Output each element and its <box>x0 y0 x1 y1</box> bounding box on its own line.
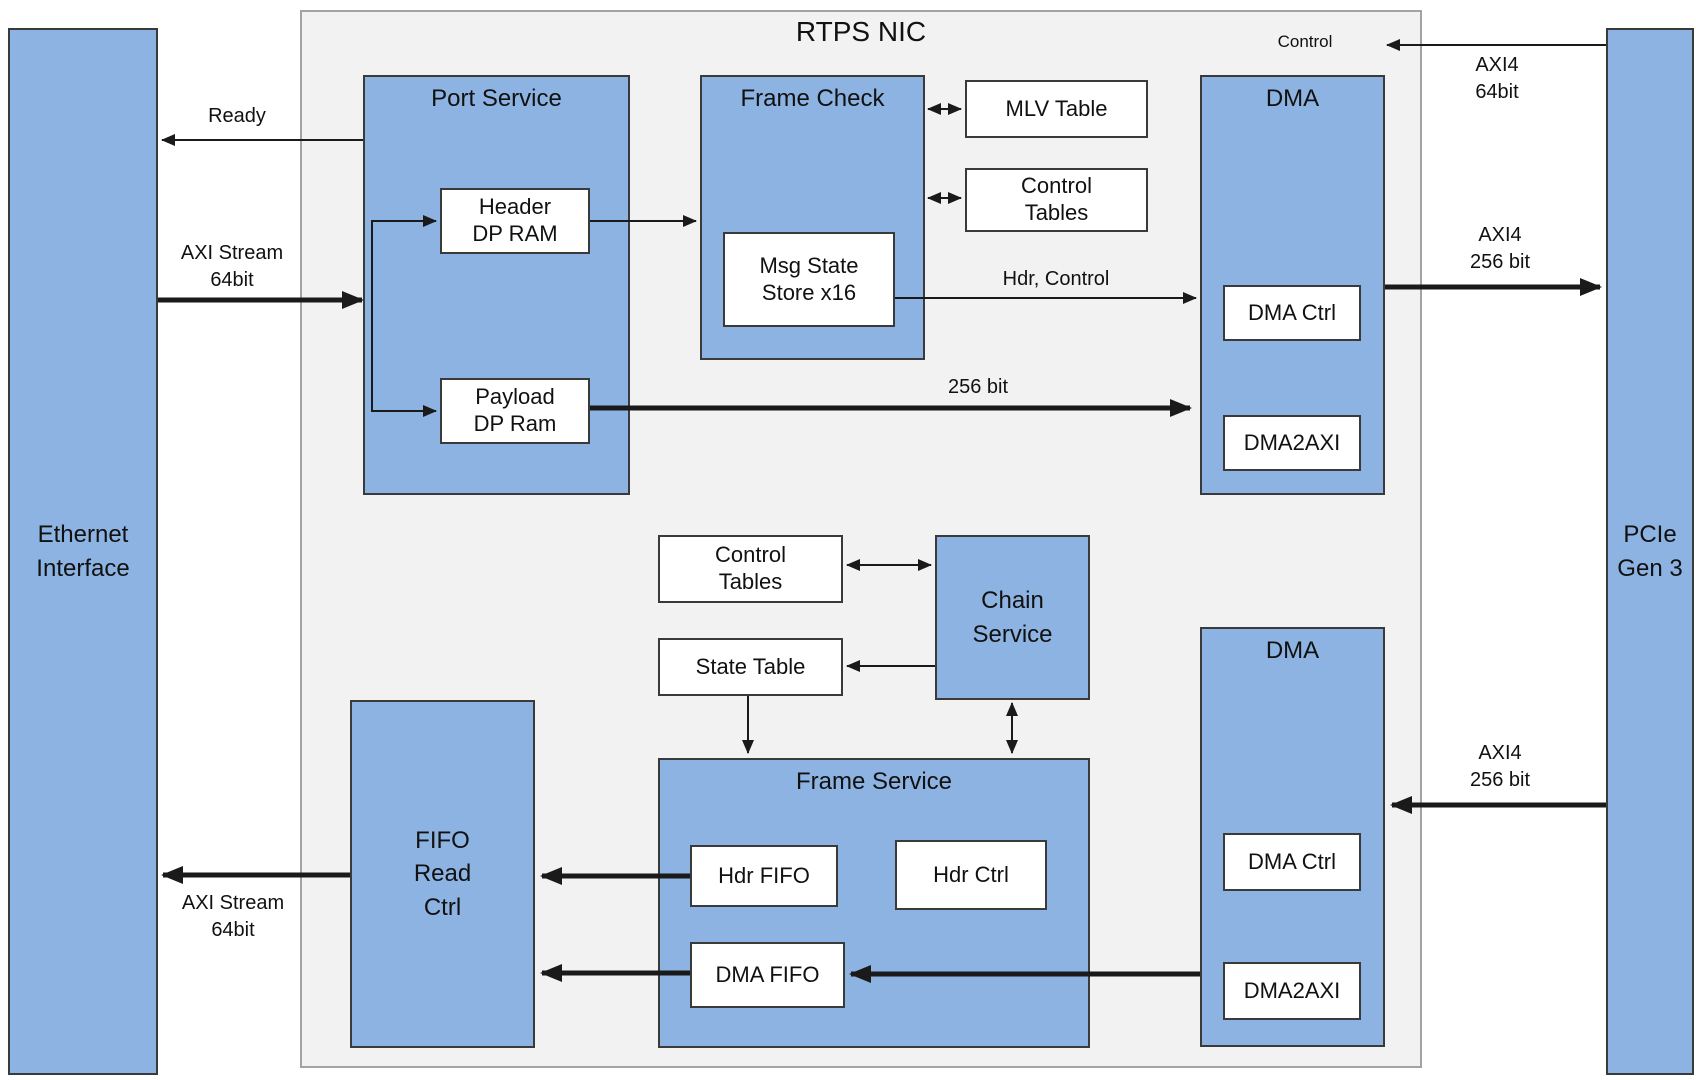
control-tables-mid-box: Control Tables <box>658 535 843 603</box>
axi4-64bit-label: AXI4 64bit <box>1475 54 1519 103</box>
mlv-table-box: MLV Table <box>965 80 1148 138</box>
control-tables-top-box: Control Tables <box>965 168 1148 232</box>
payload-dp-ram-box: Payload DP Ram <box>440 378 590 444</box>
ethernet-interface-label: Ethernet Interface <box>36 520 130 582</box>
msg-state-store-box: Msg State Store x16 <box>723 232 895 327</box>
frame-check-title: Frame Check <box>740 85 885 112</box>
fifo-read-ctrl-label: FIFO Read Ctrl <box>413 826 472 921</box>
pcie-gen3-label: PCIe Gen 3 <box>1617 520 1683 582</box>
256bit-label: 256 bit <box>947 376 1009 398</box>
dma-fifo-box: DMA FIFO <box>690 942 845 1008</box>
axi-stream-in-label: AXI Stream 64bit <box>180 242 284 291</box>
chain-service-block: Chain Service <box>935 535 1090 700</box>
dma-top-title: DMA <box>1265 85 1320 112</box>
hdr-control-label: Hdr, Control <box>1002 268 1110 290</box>
port-service-title: Port Service <box>431 85 562 112</box>
hdr-ctrl-box: Hdr Ctrl <box>895 840 1047 910</box>
state-table-box: State Table <box>658 638 843 696</box>
axi4-256bit-top-label: AXI4 256 bit <box>1469 224 1531 273</box>
ethernet-interface-block: Ethernet Interface <box>8 28 158 1075</box>
frame-service-title: Frame Service <box>795 768 953 795</box>
dma-top-dma2axi-box: DMA2AXI <box>1223 415 1361 471</box>
axi4-256bit-bottom-label: AXI4 256 bit <box>1469 742 1531 791</box>
fifo-read-ctrl-block: FIFO Read Ctrl <box>350 700 535 1048</box>
ready-label: Ready <box>208 105 266 127</box>
pcie-gen3-block: PCIe Gen 3 <box>1606 28 1694 1075</box>
hdr-fifo-box: Hdr FIFO <box>690 845 838 907</box>
chain-service-label: Chain Service <box>972 586 1053 648</box>
axi-stream-out-label: AXI Stream 64bit <box>181 892 285 941</box>
dma-bottom-ctrl-box: DMA Ctrl <box>1223 833 1361 891</box>
rtps-nic-title: RTPS NIC <box>795 16 927 47</box>
dma-top-ctrl-box: DMA Ctrl <box>1223 285 1361 341</box>
header-dp-ram-box: Header DP RAM <box>440 188 590 254</box>
control-label: Control <box>1277 32 1333 51</box>
dma-bottom-title: DMA <box>1265 637 1320 664</box>
dma-bottom-dma2axi-box: DMA2AXI <box>1223 962 1361 1020</box>
